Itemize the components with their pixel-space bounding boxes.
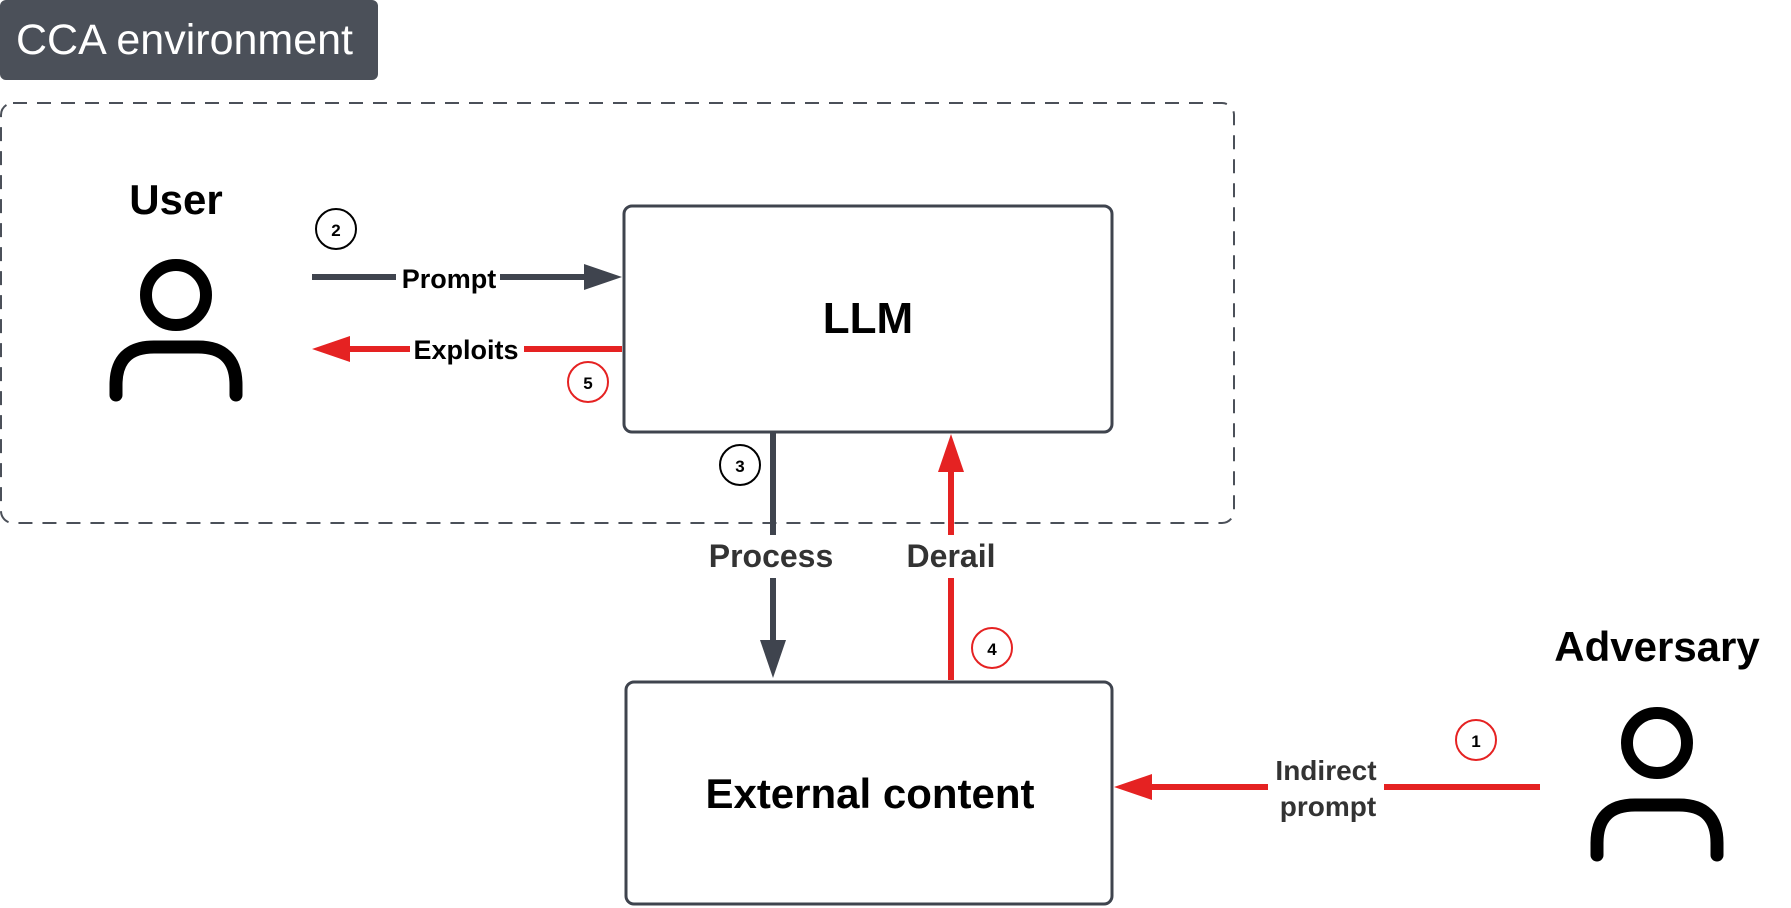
indirect-prompt-arrowhead — [1114, 774, 1152, 800]
environment-boundary — [0, 102, 1235, 524]
llm-box — [622, 204, 1114, 434]
adversary-person-icon — [1590, 707, 1724, 862]
indirect-prompt-label-line1: Indirect — [1275, 755, 1376, 786]
step-2-badge: 2 — [315, 208, 357, 250]
exploits-arrowhead — [312, 336, 350, 362]
step-3-badge: 3 — [719, 444, 761, 486]
prompt-arrowhead — [584, 264, 622, 290]
environment-badge: CCA environment — [0, 0, 378, 80]
step-4-badge: 4 — [971, 627, 1013, 669]
process-label: Process — [709, 538, 834, 574]
process-arrowhead — [760, 640, 786, 678]
derail-edge: Derail — [907, 434, 996, 680]
external-content-box — [624, 680, 1114, 906]
llm-label: LLM — [823, 294, 913, 343]
derail-label: Derail — [907, 538, 996, 574]
adversary-label: Adversary — [1554, 623, 1760, 670]
external-content-label: External content — [705, 770, 1034, 817]
svg-text:2: 2 — [331, 221, 340, 240]
indirect-prompt-edge: Indirect prompt — [1114, 755, 1540, 822]
user-person-icon — [109, 259, 243, 402]
process-edge: Process — [709, 433, 834, 678]
svg-text:5: 5 — [583, 374, 592, 393]
svg-text:4: 4 — [987, 640, 997, 659]
step-5-badge: 5 — [567, 361, 609, 403]
prompt-edge: Prompt — [312, 264, 622, 294]
user-label: User — [129, 176, 222, 223]
exploits-label: Exploits — [413, 335, 518, 365]
derail-arrowhead — [938, 434, 964, 472]
prompt-label: Prompt — [402, 264, 497, 294]
exploits-edge: Exploits — [312, 335, 622, 365]
svg-text:1: 1 — [1471, 732, 1480, 751]
svg-text:3: 3 — [735, 457, 744, 476]
step-1-badge: 1 — [1455, 719, 1497, 761]
indirect-prompt-label-line2: prompt — [1280, 791, 1376, 822]
